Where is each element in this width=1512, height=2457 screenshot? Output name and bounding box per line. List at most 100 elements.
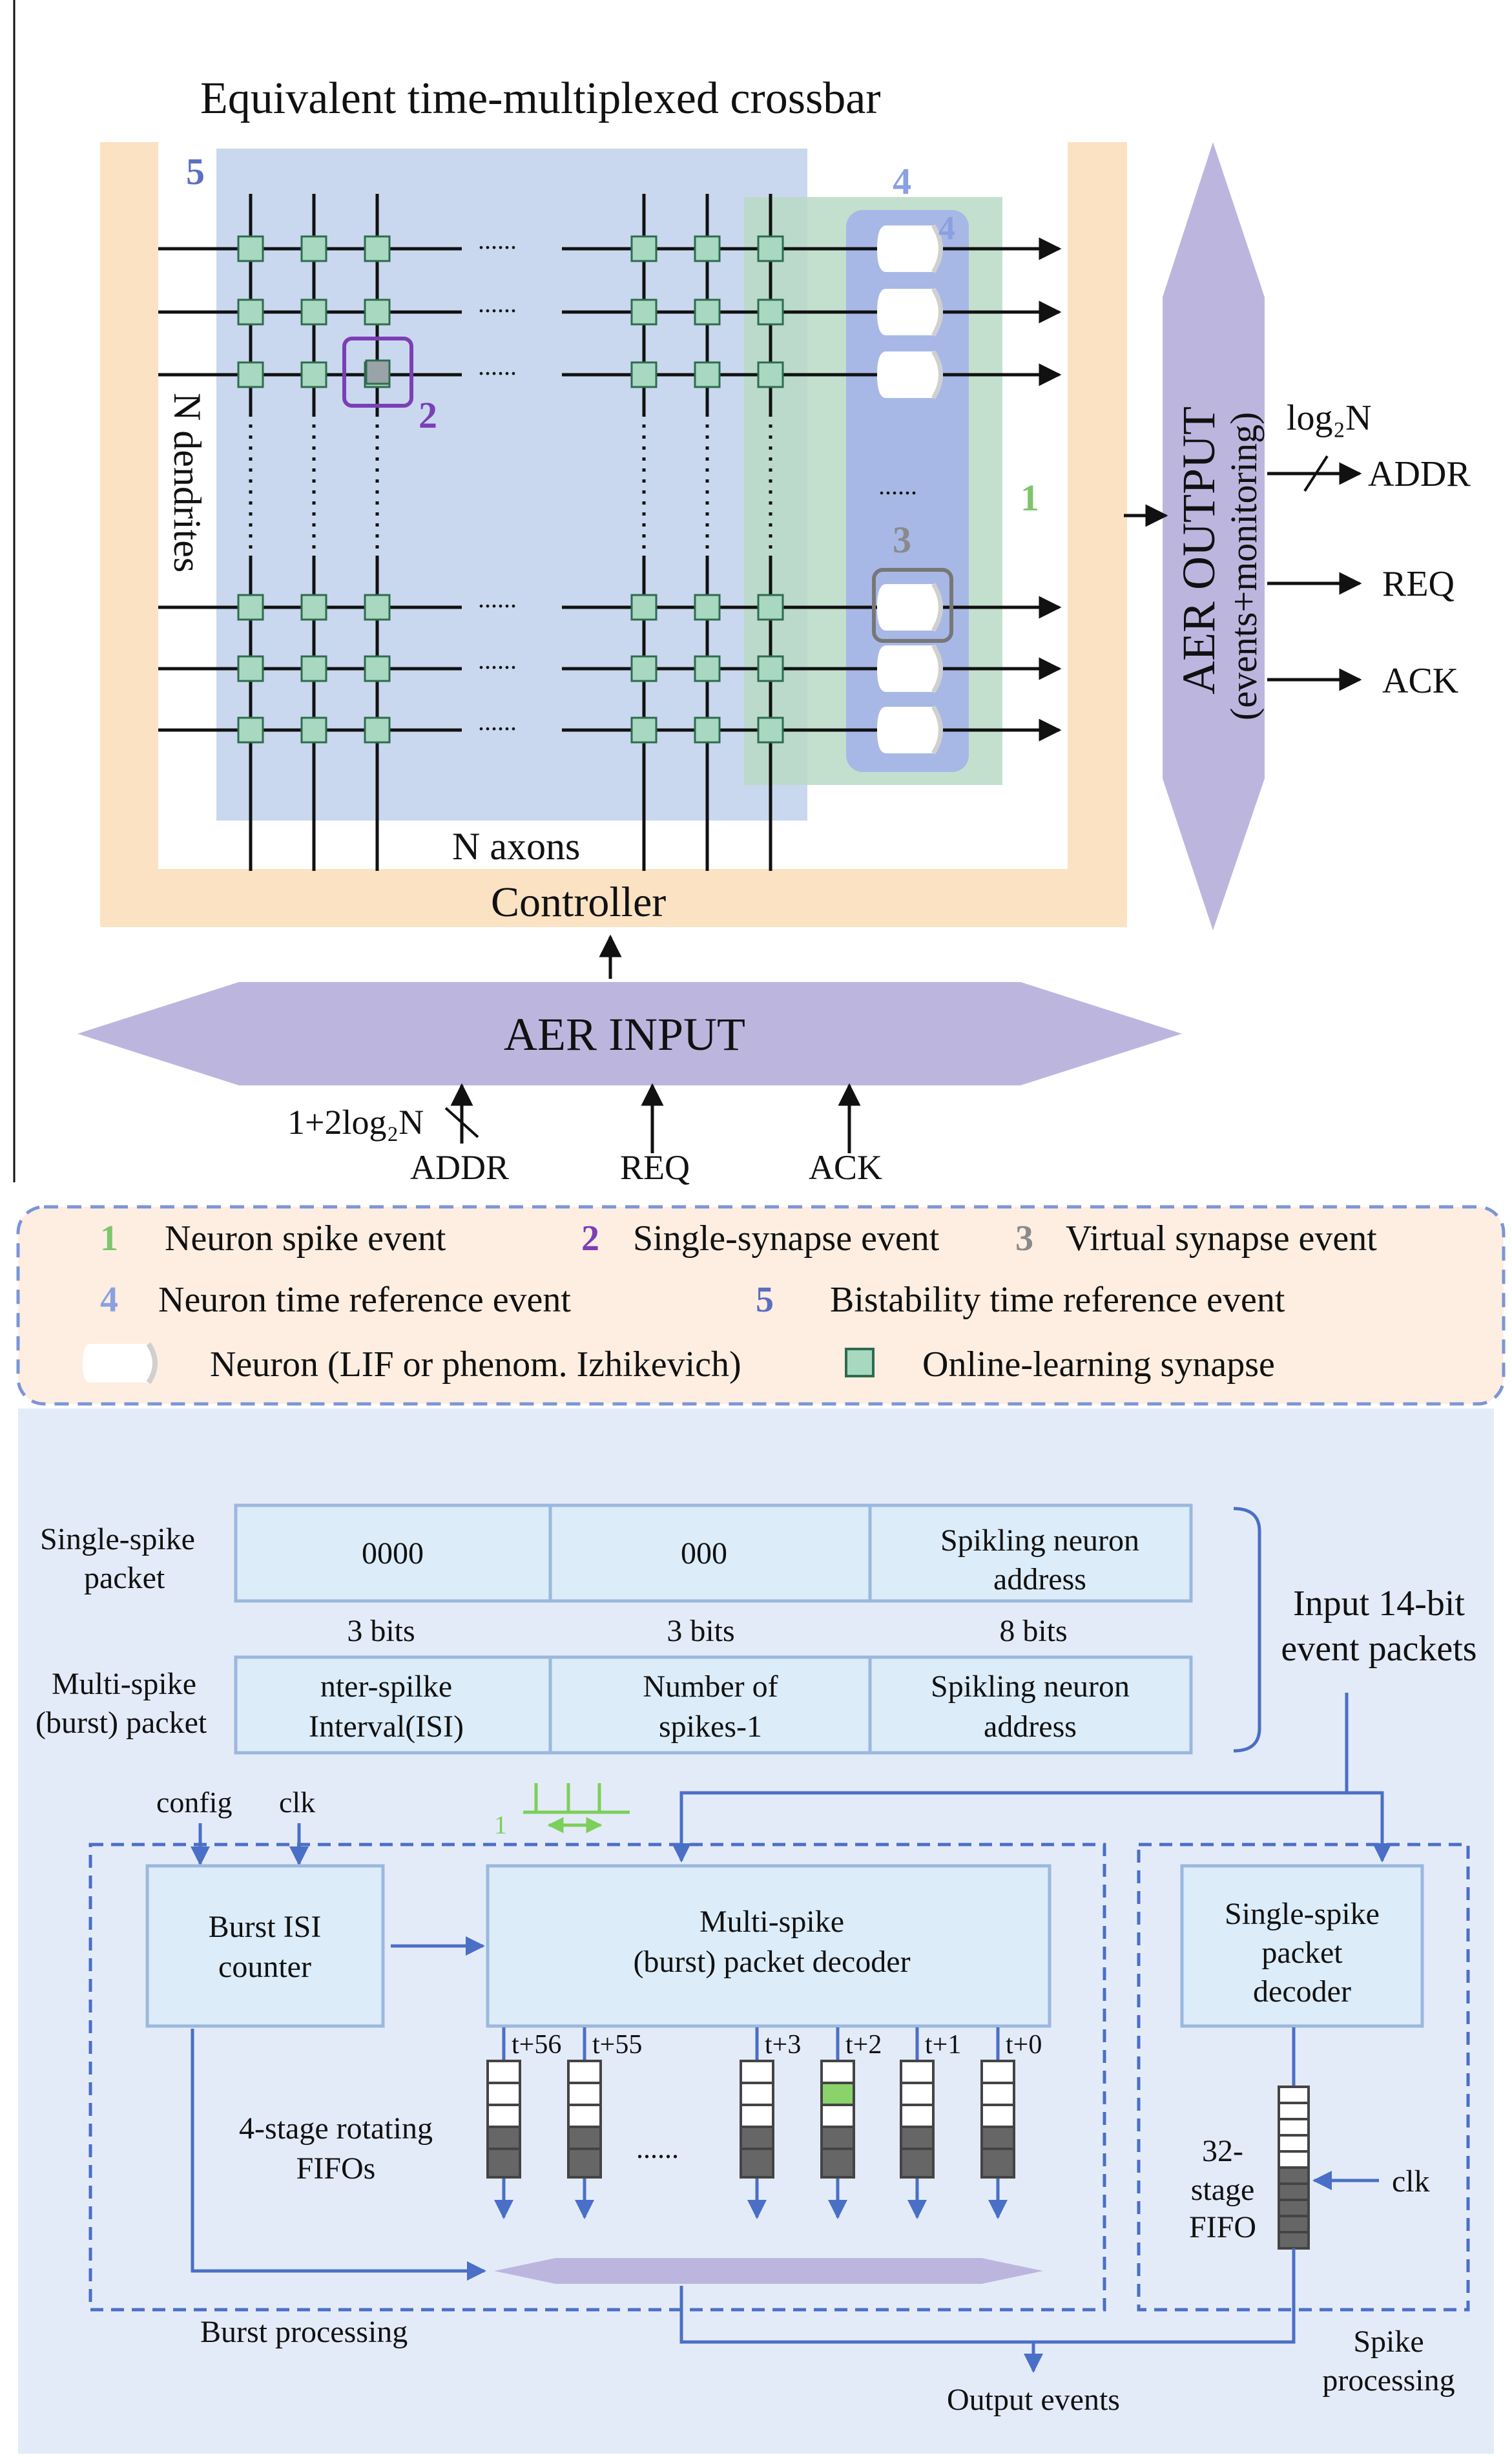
single-packet-label-1: Single-spike — [40, 1522, 195, 1556]
fifo-label-2: FIFOs — [296, 2151, 376, 2186]
input-route — [672, 1693, 1349, 1863]
fifo-cell — [820, 2060, 855, 2084]
synapse-square — [630, 361, 658, 388]
spike-decoder-label-2: packet — [1261, 1936, 1343, 1970]
aer-output-label: AER OUTPUT — [1173, 406, 1225, 695]
in-addr-slash — [444, 1107, 479, 1138]
spike-fifo-cell — [1278, 2215, 1310, 2233]
multi-field-1a: nter-spilke — [320, 1669, 452, 1704]
fifo-cell — [900, 2082, 935, 2106]
legend-text-3: Virtual synapse event — [1066, 1218, 1377, 1259]
fifo-tap-label: t+3 — [765, 2030, 801, 2060]
aer-output-sublabel: (events+monitoring) — [1223, 412, 1265, 720]
bits-label-3: 8 bits — [999, 1614, 1067, 1648]
spike-fifo-cell — [1278, 2231, 1310, 2250]
single-synapse-highlight — [342, 337, 413, 408]
legend-text-5: Bistability time reference event — [830, 1280, 1285, 1320]
spike-fifo-cell — [1278, 2150, 1310, 2169]
num-4-time-ref: 4 — [893, 160, 911, 202]
legend-num-1: 1 — [100, 1218, 118, 1259]
neuron-dots: ...... — [878, 471, 917, 500]
fifo-cell — [900, 2148, 935, 2179]
num-1-neuron-spike: 1 — [1020, 477, 1039, 519]
synapse-square — [694, 298, 721, 326]
decoder-label-1: Multi-spike — [699, 1905, 844, 1939]
synapse-square — [757, 298, 784, 326]
neuron-shape — [877, 584, 941, 631]
synapse-square — [630, 235, 658, 262]
synapse-square — [630, 655, 658, 682]
burst-processing-label: Burst processing — [200, 2315, 408, 2349]
aer-input-block — [78, 982, 1182, 1085]
fifo-cell — [980, 2148, 1015, 2179]
aer-output-block — [1163, 142, 1265, 930]
out-log2n-label: log₂N — [1287, 398, 1372, 438]
neuron-edge — [931, 644, 943, 693]
in-req-label: REQ — [620, 1148, 690, 1187]
synapse-square — [300, 298, 327, 326]
in-width-label: 1+2log₂N — [287, 1103, 424, 1142]
spike-fifo-cell — [1278, 2134, 1310, 2153]
virtual-synapse-highlight — [872, 568, 953, 643]
fifo-tap-label: t+0 — [1006, 2030, 1042, 2060]
fifo-cell — [740, 2148, 774, 2179]
aer-input-label: AER INPUT — [504, 1009, 745, 1060]
synapse-square — [630, 298, 658, 326]
row-dots-5: ...... — [478, 645, 517, 674]
bits-label-1: 3 bits — [347, 1614, 415, 1648]
fifo-cell — [486, 2104, 521, 2128]
fifo-cell — [486, 2082, 521, 2106]
out-addr-slash — [1303, 455, 1329, 492]
neuron-edge — [931, 706, 943, 755]
synapse-square — [757, 361, 784, 388]
burst-isi-counter — [145, 1864, 385, 2028]
output-merge-line — [679, 2248, 1296, 2344]
bits-label-2: 3 bits — [667, 1614, 734, 1648]
neuron-array — [877, 224, 943, 755]
neuron-edge — [931, 583, 943, 632]
synapse-grid — [237, 235, 784, 744]
isi-label-2: counter — [218, 1950, 311, 1984]
fifo-cell — [980, 2126, 1015, 2150]
multi-field-1b: Interval(ISI) — [309, 1709, 464, 1744]
output-events-label: Output events — [947, 2383, 1120, 2417]
synapse-square — [364, 298, 391, 326]
multi-field-3b: address — [984, 1709, 1077, 1744]
burst-processing-frame — [88, 1843, 1106, 2312]
spike-processing-frame — [1137, 1843, 1470, 2312]
fifo-cell — [900, 2060, 935, 2084]
controller-label: Controller — [491, 879, 666, 926]
neuron-shape — [877, 351, 941, 398]
row-dots-2: ...... — [478, 289, 517, 318]
spike-fifo-label-2: stage — [1191, 2173, 1255, 2207]
fifo-cell — [567, 2104, 602, 2128]
config-label: config — [156, 1786, 233, 1819]
fifo-dots: ...... — [636, 2133, 679, 2164]
fifo-cell — [567, 2148, 602, 2179]
synapse-square — [237, 298, 264, 326]
spike-clk-label: clk — [1392, 2164, 1430, 2199]
neuron-shape — [877, 645, 941, 692]
legend-neuron-icon — [83, 1342, 158, 1385]
synapse-square — [694, 361, 721, 388]
row-dots-6: ...... — [478, 707, 517, 736]
synapse-square — [694, 655, 721, 682]
spike-fifo-cell — [1278, 2118, 1310, 2137]
clock-pulse-number: 1 — [494, 1810, 507, 1839]
neuron-shape — [877, 289, 941, 335]
fifo-cell — [980, 2060, 1015, 2084]
synapse-square — [300, 361, 327, 388]
single-field-1: 0000 — [362, 1536, 424, 1571]
out-addr-label: ADDR — [1368, 454, 1471, 494]
multi-spike-packet — [234, 1655, 1193, 1755]
decoder-label-2: (burst) packet decoder — [633, 1945, 910, 1979]
fifo-cell — [980, 2082, 1015, 2106]
num-5-bistability: 5 — [186, 151, 205, 193]
spike-32-stage-fifo — [1278, 2086, 1310, 2250]
row-dots-3: ...... — [478, 351, 517, 381]
synapse-square — [300, 655, 327, 682]
fifo-cell — [820, 2126, 855, 2150]
fifo-tap-label: t+1 — [925, 2030, 961, 2060]
